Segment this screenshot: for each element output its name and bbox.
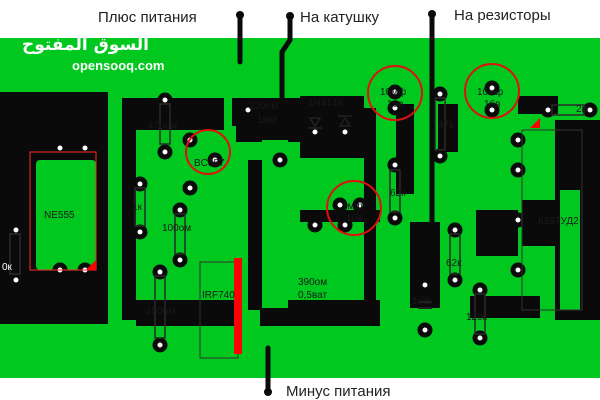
irf740-label: IRF740 xyxy=(202,290,235,301)
k157-marker xyxy=(530,118,540,128)
r220-label: 220ом xyxy=(249,101,278,112)
r390-power-label: 0,5ват xyxy=(298,290,327,301)
r120k-label: 120к xyxy=(466,312,488,323)
d1n4148-label: 1N4148 xyxy=(308,98,343,109)
r100-label: 100ом xyxy=(162,223,191,234)
c10uf-1-voltage: 16в xyxy=(387,99,403,110)
k157-outline xyxy=(521,129,583,311)
watermark: السوق المفتوح opensooq.com xyxy=(22,35,164,73)
r470-label: 470ом xyxy=(148,121,177,132)
r390-label: 390ом xyxy=(298,277,327,288)
watermark-site: opensooq.com xyxy=(72,58,164,73)
irf740-marker xyxy=(234,258,242,354)
pointer-lines xyxy=(237,13,435,395)
r220-power-label: 1ват xyxy=(257,115,278,126)
k157-label: К157УД2 xyxy=(538,216,579,227)
ne555-outline xyxy=(29,151,97,271)
to-coil-label: На катушку xyxy=(300,9,380,26)
c1uf-label: 1мф xyxy=(342,200,363,212)
red-circles xyxy=(185,63,520,236)
to-resistors-label: На резисторы xyxy=(454,7,551,24)
r62k-2-label: 62к xyxy=(446,258,462,269)
r1k-label: 1к xyxy=(132,202,143,213)
plus-power-label: Плюс питания xyxy=(98,9,197,26)
bc557-label: BC557 xyxy=(194,158,225,169)
diode-symbols xyxy=(308,115,352,129)
c1uf-voltage: 16в xyxy=(346,213,362,224)
minus-power-label: Минус питания xyxy=(286,383,391,400)
c10uf-2-voltage: 16в xyxy=(484,99,500,110)
r47k-label: 47к xyxy=(438,120,454,131)
r10k-label: 0к xyxy=(2,262,13,273)
c1nf-label: 1нф xyxy=(412,295,431,307)
ne555-marker xyxy=(86,260,96,270)
resistor-bodies xyxy=(9,97,585,339)
c10uf-1-label: 10мф xyxy=(380,86,406,98)
r150-label: 150ом xyxy=(146,306,175,317)
c10uf-2-label: 10мф xyxy=(477,86,503,98)
ne555-label: NE555 xyxy=(44,210,75,221)
r62k-1-label: 62к xyxy=(390,188,406,199)
r2m-label: 2м xyxy=(576,104,589,115)
copper-traces xyxy=(36,112,580,310)
watermark-arabic: السوق المفتوح xyxy=(22,35,149,55)
capacitor-1nf xyxy=(418,301,432,309)
